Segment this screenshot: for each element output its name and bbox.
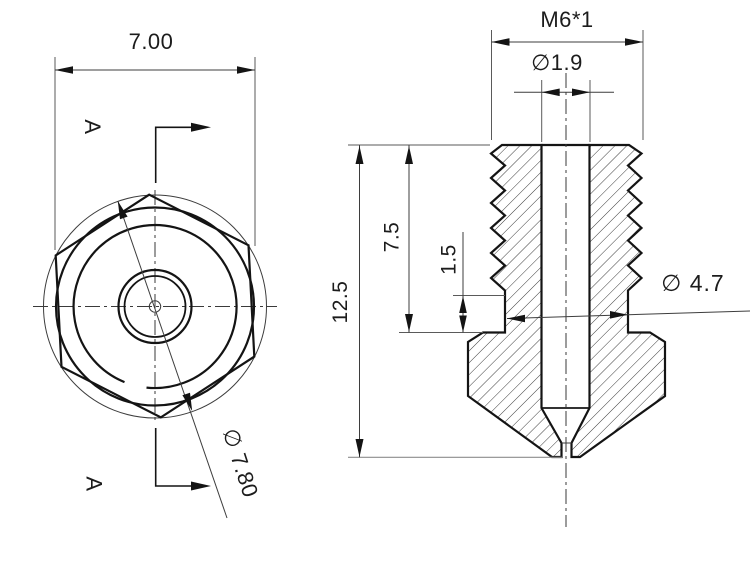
arrowhead-top: [405, 146, 413, 164]
counterbore-outer-circle: [117, 268, 193, 345]
width-dimension: 7.00: [54, 29, 256, 250]
arrowhead-right: [572, 88, 590, 97]
thread-spec-dimension: M6*1: [491, 7, 644, 140]
arrowhead-left: [507, 314, 525, 323]
arrowhead-right: [237, 66, 255, 74]
section-arrow-bottom: [191, 481, 211, 491]
outer-diameter-text: ∅ 7.80: [218, 425, 264, 500]
arrowhead-right: [625, 38, 643, 46]
width-dim-text: 7.00: [129, 29, 174, 54]
overall-height-dimension: 12.5: [329, 144, 562, 458]
arrowhead-left: [55, 66, 73, 74]
hex-outline: [54, 193, 256, 419]
arrowhead-bottom: [355, 439, 364, 457]
groove-diameter-dimension: ∅ 4.7: [506, 270, 750, 323]
arrowhead-up: [459, 296, 467, 313]
bore-diameter-text: ∅1.9: [531, 50, 583, 75]
section-letter-top: A: [80, 119, 105, 134]
groove-height-text: 1.5: [438, 244, 461, 275]
arrowhead-top: [355, 146, 364, 164]
section-view: M6*1 ∅1.9 12.5 7.5: [329, 7, 750, 527]
thread-length-text: 7.5: [381, 222, 404, 253]
arrowhead-down: [459, 315, 467, 333]
arrowhead-left: [491, 38, 510, 46]
counterbore-inner-circle: [123, 275, 187, 338]
section-marker-top: A: [80, 119, 211, 183]
arrowhead-left: [541, 88, 560, 97]
arrowhead-bottom: [182, 392, 193, 411]
arrowhead-right: [610, 311, 628, 319]
overall-height-text: 12.5: [329, 281, 352, 324]
groove-diameter-text: ∅ 4.7: [661, 270, 724, 296]
thread-circle: [72, 223, 238, 390]
section-marker-bottom: A: [82, 428, 211, 492]
arrowhead-top: [117, 201, 128, 220]
front-view: 7.00 ∅ 7.80 A A: [33, 29, 277, 519]
section-body-right: [570, 143, 667, 459]
chamfer-circle: [54, 206, 256, 407]
section-body-left: [466, 143, 563, 459]
thread-length-dimension: 7.5: [381, 145, 483, 333]
outer-corner-circle: [43, 194, 267, 419]
arrowhead-bottom: [405, 314, 413, 332]
outer-diameter-dimension: ∅ 7.80: [117, 200, 264, 519]
orifice-circle: [148, 300, 162, 313]
bore-diameter-dimension: ∅1.9: [514, 50, 614, 142]
thread-spec-text: M6*1: [540, 7, 593, 32]
section-arrow-top: [191, 122, 211, 132]
section-letter-bottom: A: [82, 476, 107, 491]
groove-height-dimension: 1.5: [438, 232, 505, 333]
